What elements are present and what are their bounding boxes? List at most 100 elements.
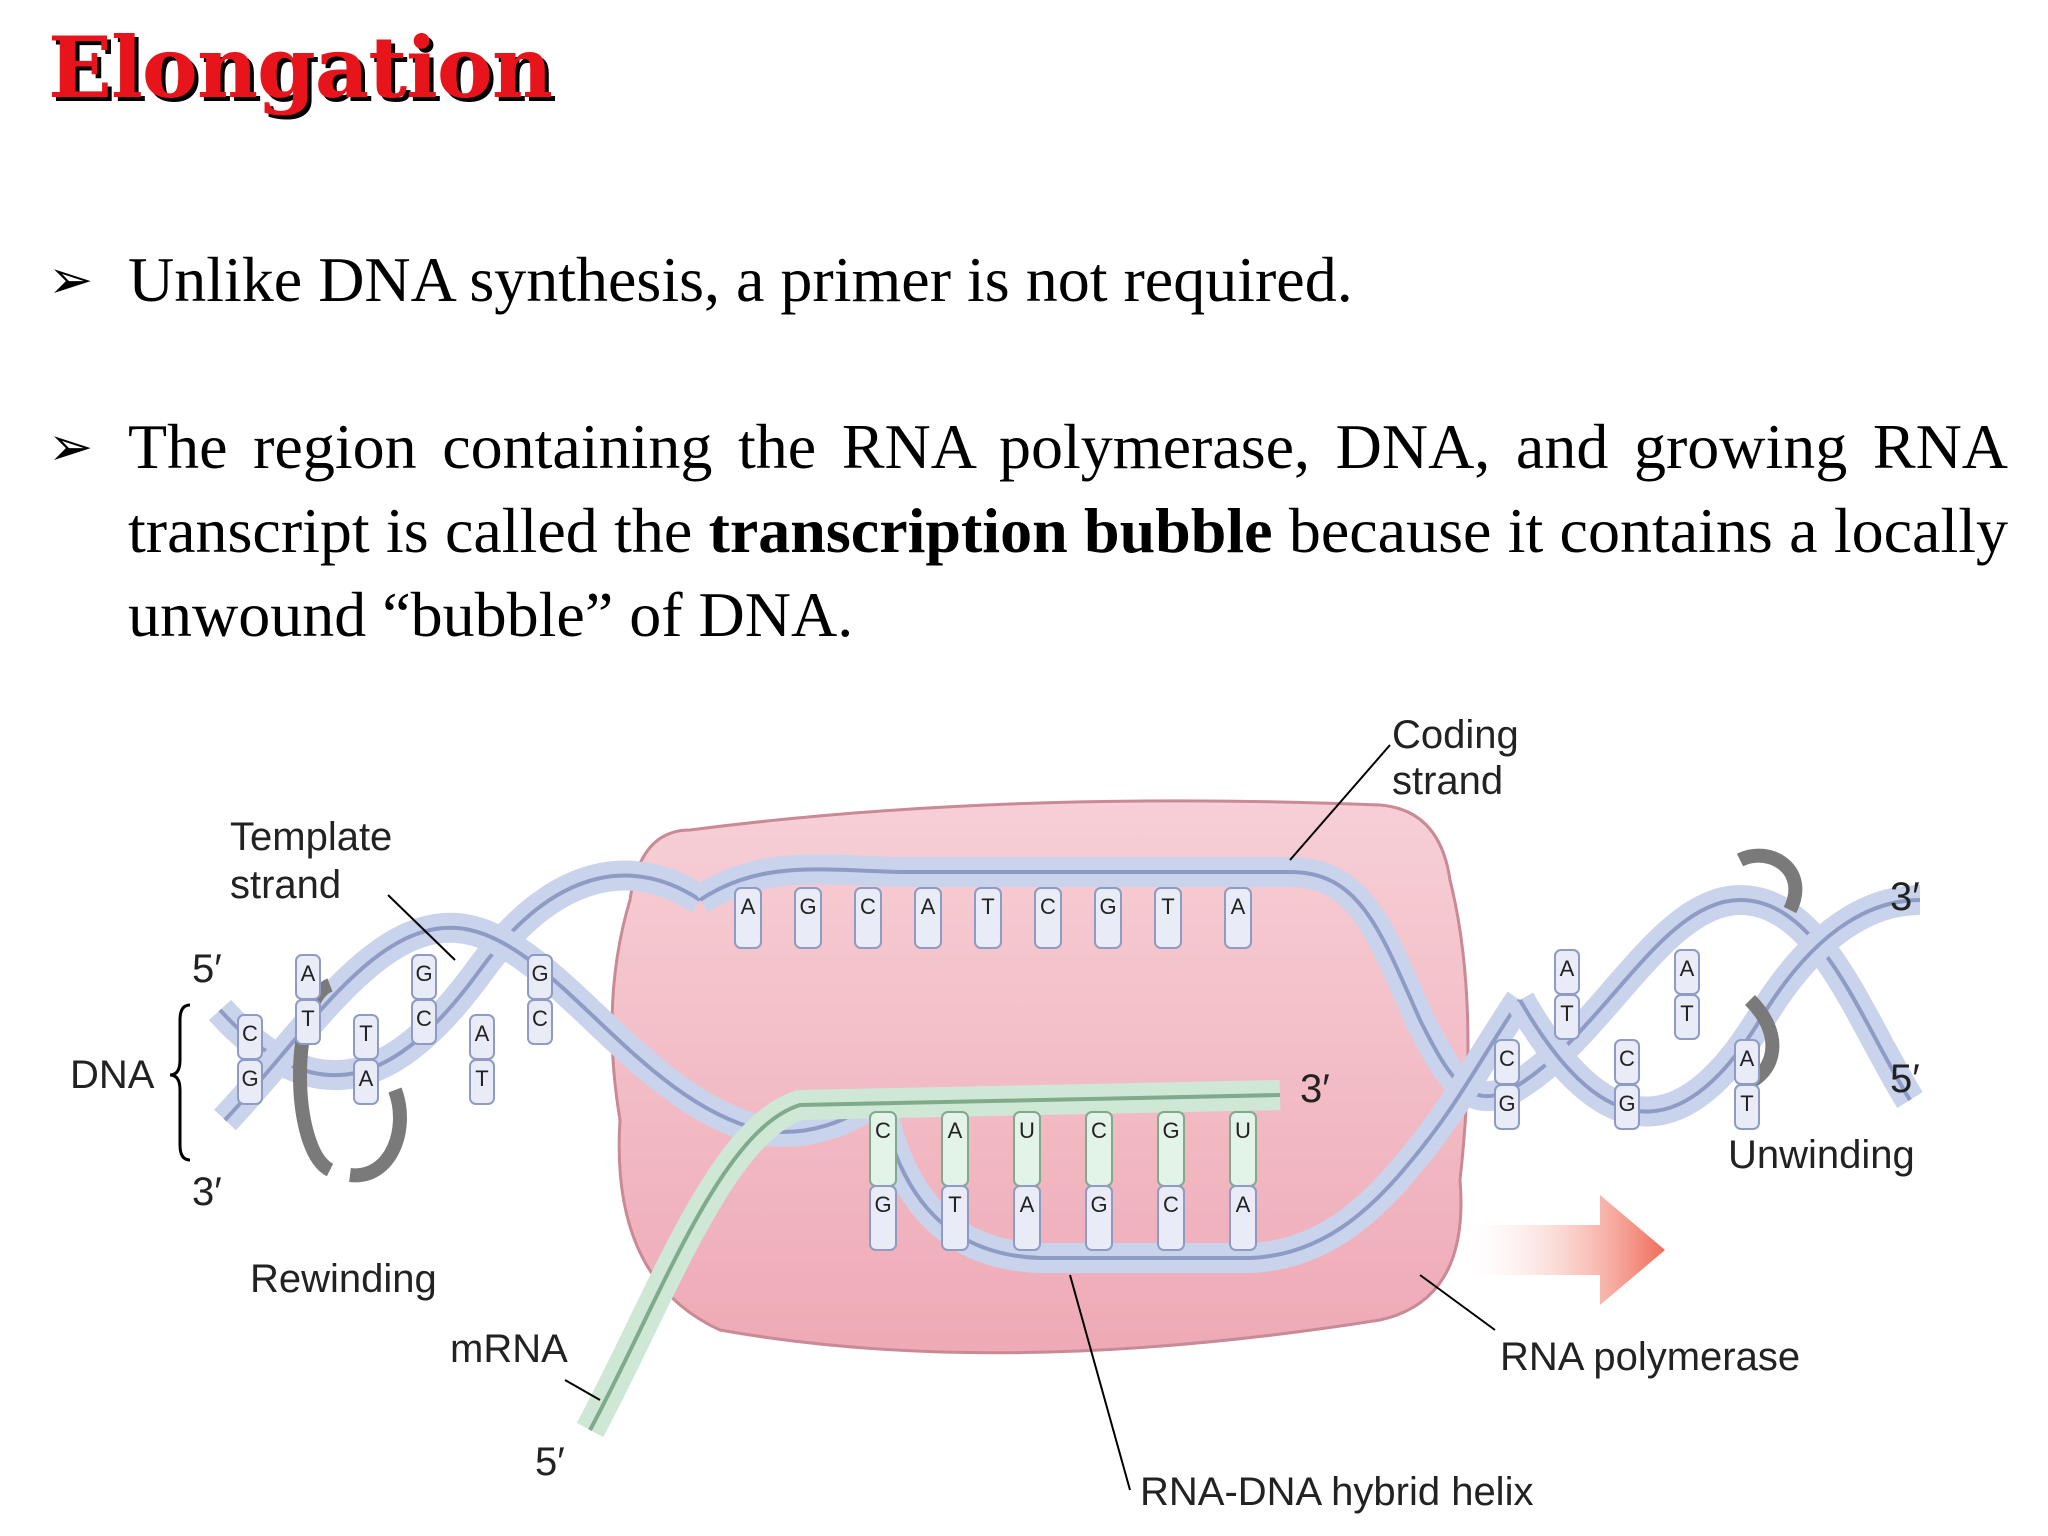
base: U [1229, 1111, 1257, 1187]
base-letter: A [1020, 1192, 1035, 1217]
label-rna-dna-hybrid-helix: RNA-DNA hybrid helix [1140, 1470, 1533, 1514]
base-letter: C [1619, 1046, 1635, 1071]
bullet-arrow-icon: ➢ [48, 415, 94, 478]
base: G [1614, 1084, 1640, 1130]
base-letter: A [1560, 956, 1575, 981]
movement-arrow-icon [1470, 1195, 1665, 1305]
base-letter: T [359, 1021, 372, 1046]
template-strand [865, 991, 1533, 1273]
base-letter: C [860, 894, 876, 919]
base: A [1554, 949, 1580, 995]
base-letter: C [416, 1006, 432, 1031]
base-letter: A [359, 1066, 374, 1091]
base-letter: G [1090, 1192, 1107, 1217]
base: G [1094, 887, 1122, 949]
base-letter: C [532, 1006, 548, 1031]
base-letter: T [981, 894, 994, 919]
base: C [854, 887, 882, 949]
label-rewinding: Rewinding [250, 1257, 437, 1301]
base: T [295, 999, 321, 1045]
base: C [869, 1111, 897, 1187]
base-letter: G [1162, 1118, 1179, 1143]
base-letter: C [1499, 1046, 1515, 1071]
base: A [353, 1059, 379, 1105]
bullet-arrow-icon: ➢ [48, 248, 94, 311]
base-letter: G [874, 1192, 891, 1217]
base-letter: A [948, 1118, 963, 1143]
base-letter: T [475, 1066, 488, 1091]
dna-brace [169, 1003, 191, 1162]
base: T [941, 1185, 969, 1251]
base-letter: A [301, 961, 316, 986]
bullet-2-text-start: The region containing the RNA polymerase… [128, 411, 2008, 566]
bullet-1: ➢ Unlike DNA synthesis, a primer is not … [48, 238, 2008, 328]
base: C [411, 999, 437, 1045]
base: C [1614, 1039, 1640, 1085]
base: G [411, 954, 437, 1000]
base: T [469, 1059, 495, 1105]
base-letter: C [242, 1021, 258, 1046]
base: T [353, 1014, 379, 1060]
bullet-1-text: Unlike DNA synthesis, a primer is not re… [128, 244, 1353, 315]
base-letter: G [1618, 1091, 1635, 1116]
label-5prime-mrna: 5′ [535, 1440, 565, 1484]
slide-title: Elongation [48, 18, 553, 117]
base: A [941, 1111, 969, 1187]
base-letter: A [1236, 1192, 1251, 1217]
bullet-2: ➢ The region containing the RNA polymera… [48, 405, 2008, 665]
label-coding-strand-line1: Coding [1392, 713, 1519, 757]
label-5prime-right: 5′ [1890, 1057, 1920, 1101]
base: A [734, 887, 762, 949]
base: G [1157, 1111, 1185, 1187]
base-letter: C [1163, 1192, 1179, 1217]
base: C [237, 1014, 263, 1060]
base-letter: A [1231, 894, 1246, 919]
base-letter: G [415, 961, 432, 986]
base: A [1224, 887, 1252, 949]
base: A [295, 954, 321, 1000]
base-letter: T [1560, 1001, 1573, 1026]
base-letter: G [241, 1066, 258, 1091]
base-letter: U [1235, 1118, 1251, 1143]
base: T [974, 887, 1002, 949]
label-unwinding: Unwinding [1728, 1133, 1915, 1177]
base: A [1734, 1039, 1760, 1085]
bullet-2-text-end: because it contains a locally unwound “b… [128, 495, 2009, 650]
base-letter: A [741, 894, 756, 919]
base-letter: T [948, 1192, 961, 1217]
base-letter: C [1091, 1118, 1107, 1143]
label-5prime-left: 5′ [192, 947, 222, 991]
mrna-strand [576, 1080, 1281, 1438]
base: C [1034, 887, 1062, 949]
base-letter: G [531, 961, 548, 986]
base: C [1085, 1111, 1113, 1187]
base-letter: A [1740, 1046, 1755, 1071]
base: G [527, 954, 553, 1000]
base-letter: U [1019, 1118, 1035, 1143]
base: C [1494, 1039, 1520, 1085]
label-mrna: mRNA [450, 1327, 568, 1371]
base-letter: T [301, 1006, 314, 1031]
base: A [1013, 1185, 1041, 1251]
base: G [869, 1185, 897, 1251]
base-letter: A [475, 1021, 490, 1046]
base: A [469, 1014, 495, 1060]
base-letter: A [921, 894, 936, 919]
label-template-strand-line2: strand [230, 863, 341, 907]
label-coding-strand-line2: strand [1392, 759, 1503, 803]
base: A [914, 887, 942, 949]
base: T [1154, 887, 1182, 949]
base-letter: T [1161, 894, 1174, 919]
base: C [1157, 1185, 1185, 1251]
base: G [237, 1059, 263, 1105]
base: U [1013, 1111, 1041, 1187]
base: A [1674, 949, 1700, 995]
base: C [527, 999, 553, 1045]
base-letter: C [1040, 894, 1056, 919]
base: G [1494, 1084, 1520, 1130]
base-letter: A [1680, 956, 1695, 981]
